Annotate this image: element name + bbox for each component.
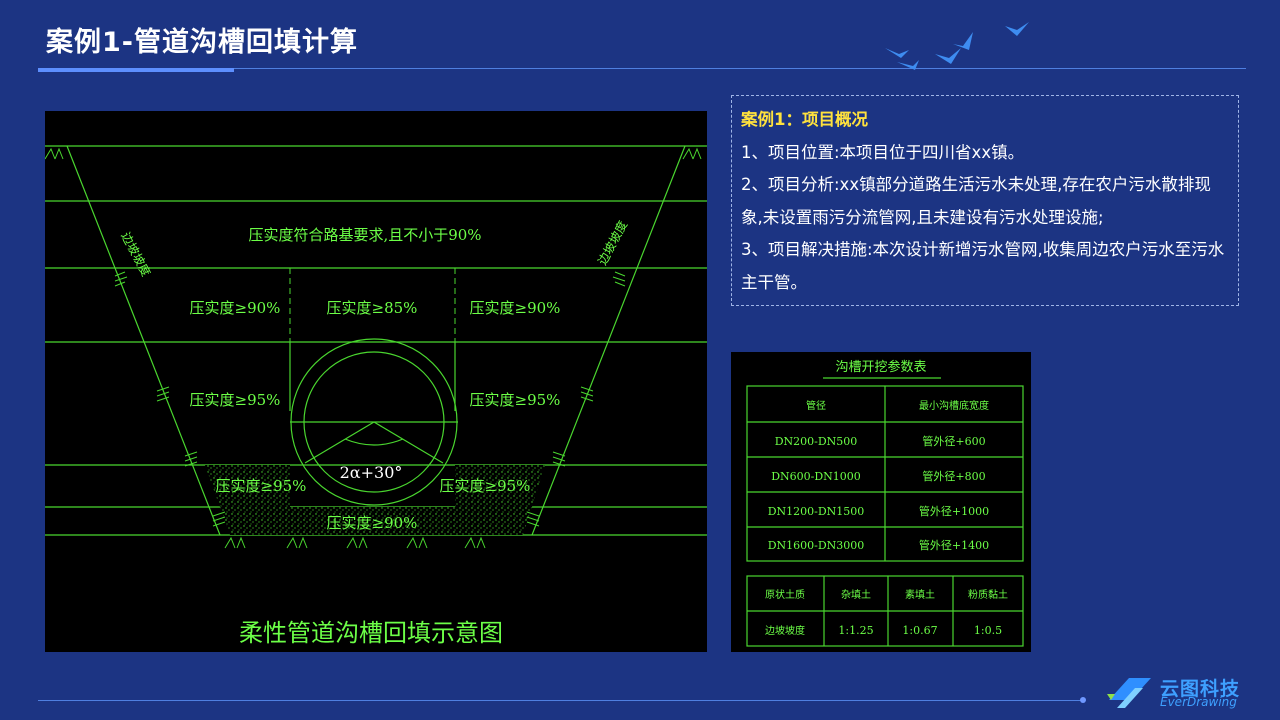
- slope-label-right: 边坡坡度: [594, 218, 630, 267]
- birds-decoration: [885, 22, 1029, 70]
- overview-title: 案例1：项目概况: [741, 110, 868, 129]
- company-logo: 云图科技 EverDrawing: [1105, 674, 1265, 712]
- table-header-diameter: 管径: [806, 399, 826, 412]
- slope-value: 1:1.25: [838, 624, 873, 637]
- zone-label-right-mid: 压实度≥95%: [470, 391, 561, 409]
- table-cell: DN600-DN1000: [771, 470, 861, 483]
- footer-divider: [38, 700, 1084, 701]
- slope-header-silty-clay: 粉质黏土: [968, 588, 1008, 601]
- slope-value: 1:0.5: [974, 624, 1002, 637]
- slope-header-soil: 原状土质: [765, 588, 805, 601]
- zone-label-bottom: 压实度≥90%: [327, 514, 418, 532]
- zone-label-center-upper: 压实度≥85%: [327, 299, 418, 317]
- logo-text-cn: 云图科技: [1160, 678, 1241, 700]
- page-title: 案例1-管道沟槽回填计算: [46, 27, 358, 58]
- table-cell: 管外径+800: [922, 469, 985, 483]
- zone-label-top: 压实度符合路基要求,且不小于90%: [248, 226, 481, 244]
- logo-text-en: EverDrawing: [1160, 695, 1237, 709]
- bedding-angle-label: 2α+30°: [340, 463, 403, 482]
- title-divider: [38, 68, 1246, 69]
- zone-label-right-upper: 压实度≥90%: [470, 299, 561, 317]
- table-cell: 管外径+600: [922, 434, 985, 448]
- overview-item-measures: 3、项目解决措施:本次设计新增污水管网,收集周边农户污水至污水主干管。: [741, 240, 1225, 292]
- slope-header-plain-fill: 素填土: [905, 588, 935, 601]
- zone-label-left-low: 压实度≥95%: [216, 477, 307, 495]
- table-cell: DN1200-DN1500: [768, 505, 865, 518]
- trench-backfill-diagram: 压实度符合路基要求,且不小于90% 压实度≥90% 压实度≥85% 压实度≥90…: [45, 111, 707, 652]
- zone-label-left-upper: 压实度≥90%: [190, 299, 281, 317]
- zone-label-left-mid: 压实度≥95%: [190, 391, 281, 409]
- project-overview-box: 案例1：项目概况 1、项目位置:本项目位于四川省xx镇。 2、项目分析:xx镇部…: [731, 95, 1239, 306]
- title-divider-accent: [38, 68, 234, 72]
- slope-header-miscellaneous-fill: 杂填土: [841, 588, 871, 601]
- overview-item-location: 1、项目位置:本项目位于四川省xx镇。: [741, 142, 1025, 162]
- slope-row-label: 边坡坡度: [765, 624, 805, 637]
- table-header-width: 最小沟槽底宽度: [919, 399, 989, 412]
- zone-label-right-low: 压实度≥95%: [440, 477, 531, 495]
- logo-icon: [1107, 678, 1151, 708]
- table-title: 沟槽开挖参数表: [835, 359, 926, 375]
- table-cell: 管外径+1400: [919, 538, 989, 552]
- trench-parameter-table: 沟槽开挖参数表 管径 最小沟槽底宽度 DN200-DN500 管外径+600 D…: [731, 352, 1031, 652]
- table-cell: DN200-DN500: [775, 435, 858, 448]
- slope-label-left: 边坡坡度: [118, 229, 154, 278]
- diagram-caption: 柔性管道沟槽回填示意图: [239, 619, 503, 647]
- slope-value: 1:0.67: [902, 624, 937, 637]
- table-cell: 管外径+1000: [919, 504, 989, 518]
- overview-item-analysis: 2、项目分析:xx镇部分道路生活污水未处理,存在农户污水散排现象,未设置雨污分流…: [741, 175, 1211, 227]
- table-cell: DN1600-DN3000: [768, 539, 865, 552]
- footer-dot: [1080, 697, 1086, 703]
